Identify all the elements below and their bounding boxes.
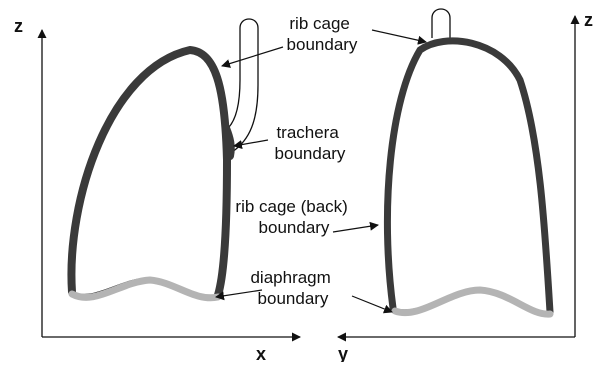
right-trachea-outline [432, 9, 450, 38]
trachea-label: trachera boundary [275, 123, 346, 163]
rib-cage-back-label: rib cage (back) boundary [235, 197, 352, 237]
left-trachea-boundary [226, 128, 231, 156]
diaphragm-label: diaphragm boundary [250, 268, 335, 308]
right-z-label: z [584, 10, 593, 30]
left-lung-outline [71, 50, 227, 296]
trachea-arrow [234, 140, 268, 146]
left-z-label: z [14, 16, 23, 36]
rib-cage-arrow-left [222, 47, 283, 66]
rib-cage-back-arrow [333, 225, 378, 232]
left-lung-view: z x [14, 16, 300, 362]
annotation-labels: rib cage boundary trachera boundary rib … [235, 14, 358, 308]
right-lung-outline [387, 41, 550, 312]
right-lung-view: z y [338, 9, 593, 362]
left-x-label: x [256, 344, 266, 362]
rib-cage-label: rib cage boundary [287, 14, 358, 54]
rib-cage-arrow-right [372, 30, 426, 42]
right-y-label: y [338, 344, 348, 362]
diaphragm-arrow-right [352, 296, 392, 312]
